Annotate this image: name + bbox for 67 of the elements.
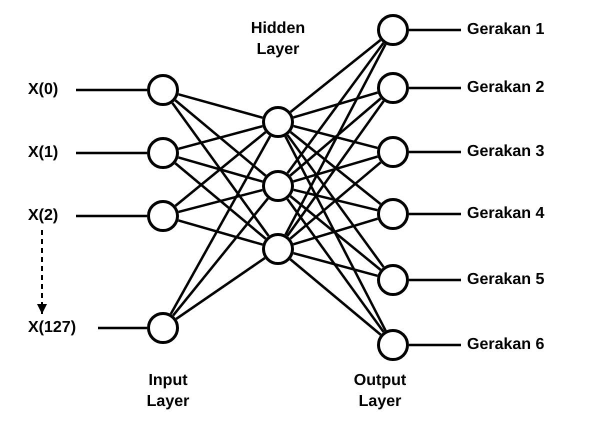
connection-line — [290, 195, 382, 271]
connection-line — [290, 131, 382, 205]
input-label: X(2) — [28, 206, 92, 226]
connection-line — [286, 198, 385, 333]
layer-label: Output Layer — [352, 371, 408, 412]
neuron-circle — [377, 136, 409, 168]
output-label: Gerakan 6 — [467, 335, 577, 355]
neuron-circle — [377, 198, 409, 230]
neuron-circle — [377, 264, 409, 296]
input-label: X(127) — [28, 318, 92, 338]
connection-line — [286, 42, 385, 174]
connection-line — [409, 150, 461, 154]
connection-line — [293, 252, 378, 278]
connection-line — [284, 44, 387, 236]
output-label: Gerakan 5 — [467, 270, 577, 290]
neuron-circle — [377, 72, 409, 104]
connection-line — [174, 99, 267, 177]
connection-line — [409, 212, 461, 216]
connection-line — [170, 135, 272, 315]
connection-line — [290, 39, 382, 113]
connection-line — [292, 155, 378, 183]
connection-line — [409, 86, 461, 90]
connection-line — [292, 91, 378, 119]
connection-line — [409, 28, 461, 32]
output-label: Gerakan 4 — [467, 204, 577, 224]
neuron-circle — [262, 233, 294, 265]
output-label: Gerakan 2 — [467, 78, 577, 98]
connection-line — [174, 131, 266, 207]
dashed-arrow — [37, 230, 47, 314]
connection-line — [76, 152, 147, 154]
connection-line — [172, 198, 269, 316]
layer-label: Input Layer — [146, 371, 190, 412]
connection-line — [286, 100, 385, 237]
connection-line — [409, 344, 461, 346]
neuron-circle — [147, 312, 179, 344]
connection-line — [174, 162, 267, 240]
input-label: X(0) — [28, 80, 92, 100]
neuron-circle — [147, 200, 179, 232]
connection-line — [178, 124, 263, 150]
connection-line — [178, 93, 263, 119]
connection-line — [289, 97, 382, 177]
connection-line — [409, 278, 461, 282]
neuron-circle — [147, 74, 179, 106]
connection-line — [289, 161, 382, 240]
connection-line — [284, 136, 387, 332]
output-label: Gerakan 3 — [467, 142, 577, 162]
neuron-circle — [377, 14, 409, 46]
neuron-circle — [377, 329, 409, 361]
layer-label: Hidden Layer — [250, 19, 306, 60]
connection-line — [292, 217, 378, 246]
connection-line — [175, 257, 266, 320]
connection-line — [171, 102, 270, 237]
neuron-circle — [147, 137, 179, 169]
neuron-circle — [262, 170, 294, 202]
connection-line — [289, 258, 382, 336]
neuron-circle — [262, 106, 294, 138]
connection-line — [76, 88, 147, 92]
input-label: X(1) — [28, 143, 92, 163]
connection-line — [286, 134, 385, 268]
connection-line — [178, 219, 263, 246]
output-label: Gerakan 1 — [467, 20, 577, 40]
connection-line — [293, 188, 378, 212]
connection-line — [293, 124, 378, 150]
connection-line — [178, 188, 263, 214]
connection-line — [98, 326, 147, 330]
connection-line — [76, 214, 147, 218]
connection-line — [178, 156, 263, 183]
